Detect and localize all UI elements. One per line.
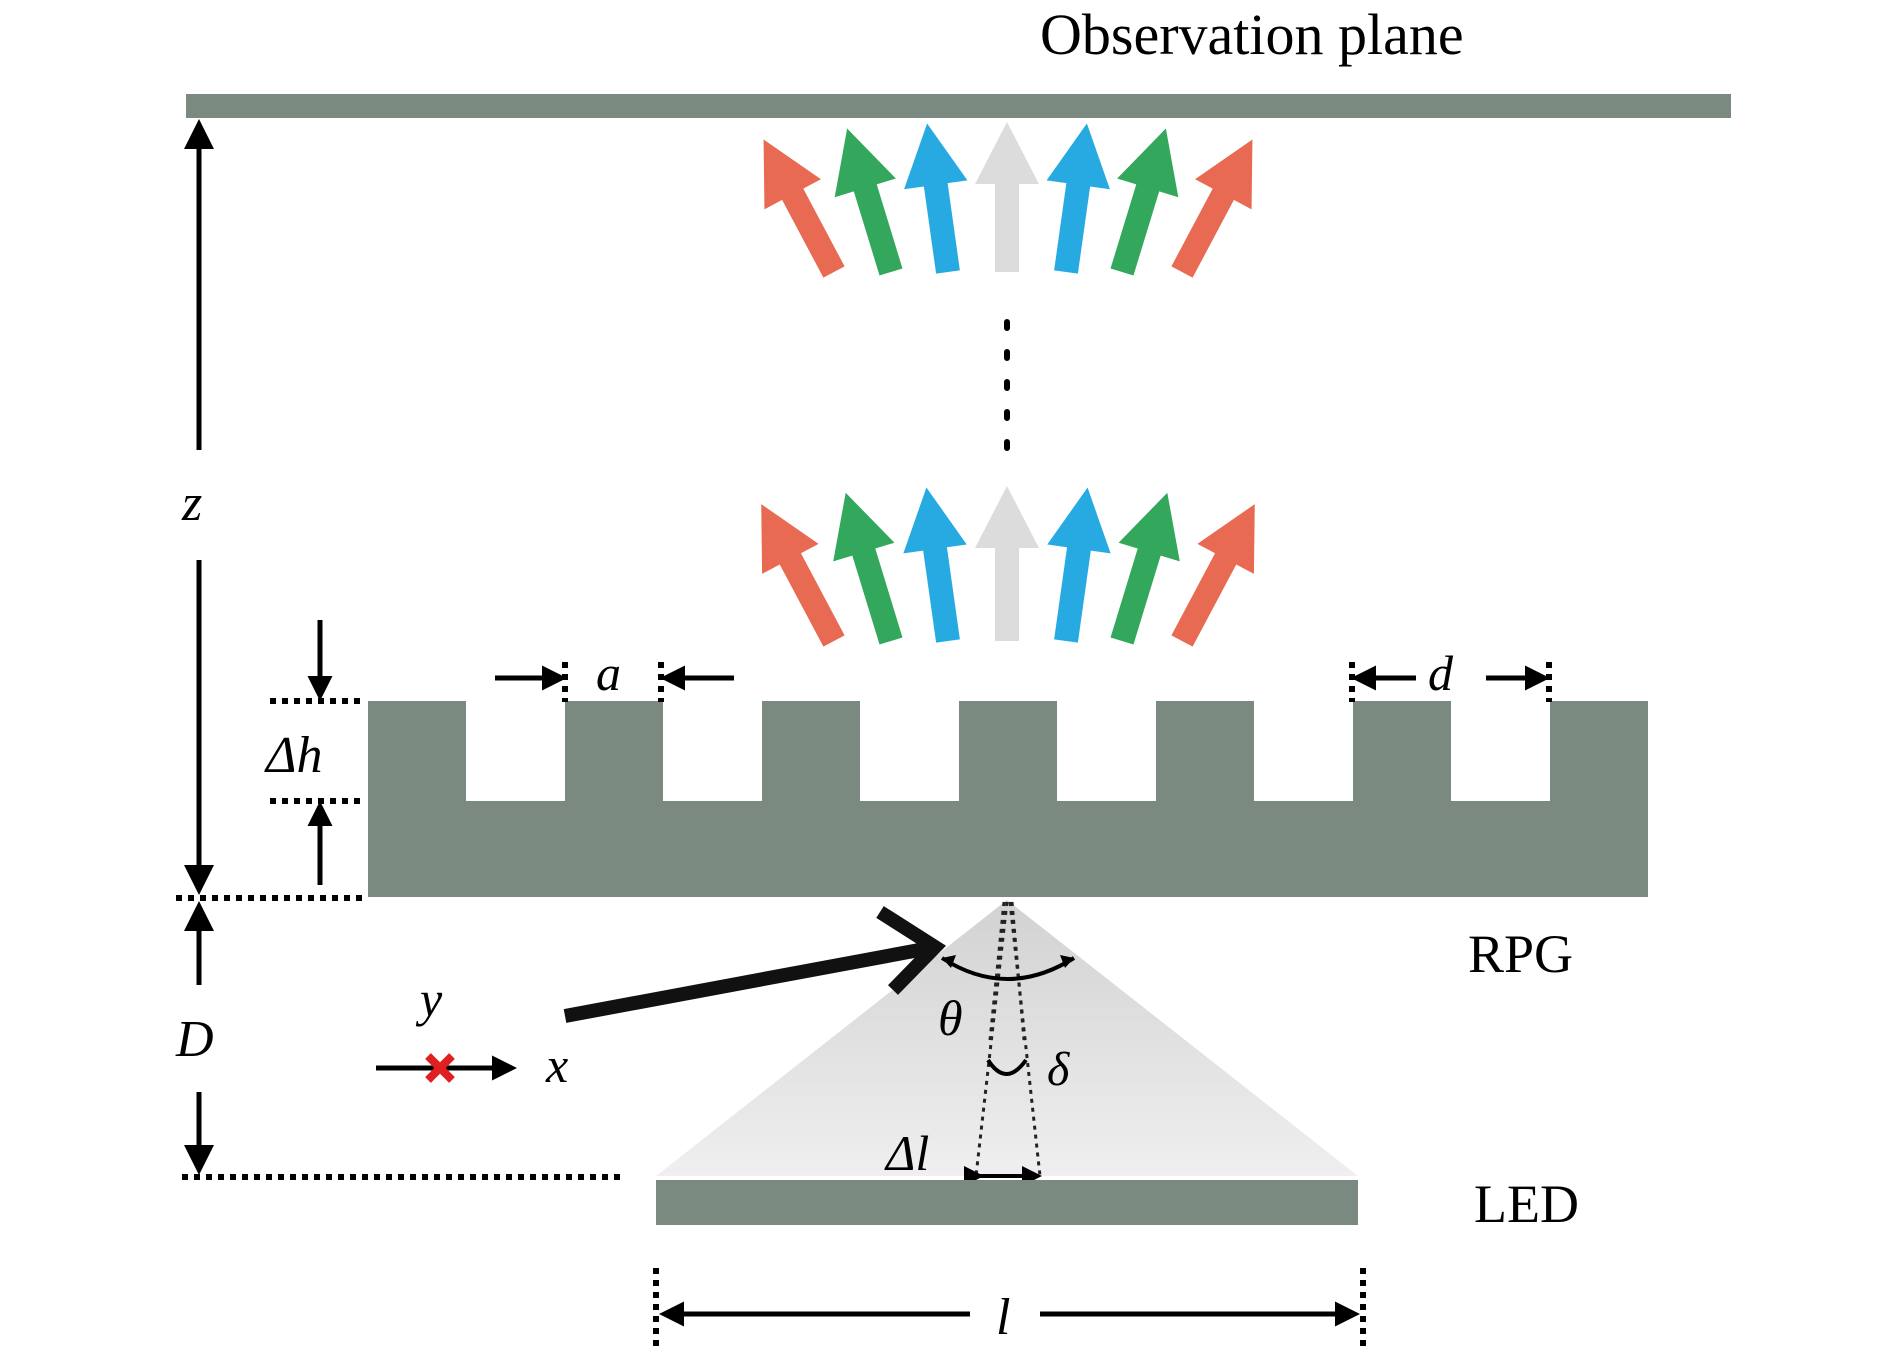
- beam-arrow-order-0-row-1: [975, 122, 1039, 272]
- beam-arrow-order-1-row-2: [1047, 487, 1111, 643]
- D-label: D: [175, 1011, 214, 1068]
- beam-arrow-order--1-row-1: [904, 123, 968, 274]
- delta-l-dimension: Δl: [884, 1125, 1042, 1186]
- emission-cone: [656, 900, 1358, 1176]
- beam-arrow-order-1-row-1: [1046, 123, 1110, 274]
- a-dimension: a: [495, 645, 734, 702]
- theta-label: θ: [938, 990, 963, 1046]
- theta-arc: θ: [938, 955, 1076, 1046]
- delta-h-label: Δh: [264, 727, 323, 784]
- ray-guides: [974, 901, 1042, 1177]
- beam-arrow-order-3-row-1: [1171, 139, 1253, 278]
- beam-arrow-order--3-row-1: [763, 139, 845, 278]
- observation-plane: [186, 94, 1731, 118]
- beam-arrow-order--1-row-2: [903, 487, 967, 643]
- rpg-grating: [368, 701, 1648, 897]
- led-label: LED: [1474, 1174, 1579, 1234]
- l-dimension: l: [653, 1268, 1366, 1346]
- beam-arrow-order-3-row-2: [1171, 504, 1255, 647]
- x-axis-label: x: [545, 1037, 568, 1093]
- beam-arrow-order--2-row-2: [833, 492, 903, 645]
- d-label: d: [1428, 645, 1454, 701]
- beam-arrow-order-2-row-1: [1110, 128, 1179, 276]
- y-axis-into-page-icon: [425, 1053, 455, 1083]
- beam-arrow-order--3-row-2: [761, 504, 845, 647]
- delta-h-dimension: Δh: [264, 620, 362, 885]
- l-label: l: [996, 1289, 1010, 1346]
- beam-arrow-order--2-row-1: [834, 128, 903, 276]
- led-source: [656, 1180, 1358, 1225]
- delta-l-label: Δl: [884, 1125, 929, 1181]
- z-dimension: z: [181, 119, 214, 895]
- D-dimension: D: [175, 901, 620, 1180]
- diffracted-beams: [761, 122, 1255, 647]
- z-label: z: [181, 475, 202, 532]
- observation-plane-label: Observation plane: [1040, 2, 1464, 67]
- rpg-label: RPG: [1468, 924, 1573, 984]
- coordinate-axes: x y: [376, 971, 568, 1093]
- delta-label: δ: [1047, 1043, 1070, 1096]
- d-dimension: d: [1349, 645, 1552, 702]
- pointer-arrow: [563, 906, 947, 1023]
- beam-arrow-order-0-row-2: [975, 486, 1039, 641]
- y-axis-label: y: [415, 971, 443, 1027]
- a-label: a: [596, 645, 621, 701]
- beam-arrow-order-2-row-2: [1110, 492, 1180, 645]
- delta-arc: δ: [986, 1043, 1070, 1096]
